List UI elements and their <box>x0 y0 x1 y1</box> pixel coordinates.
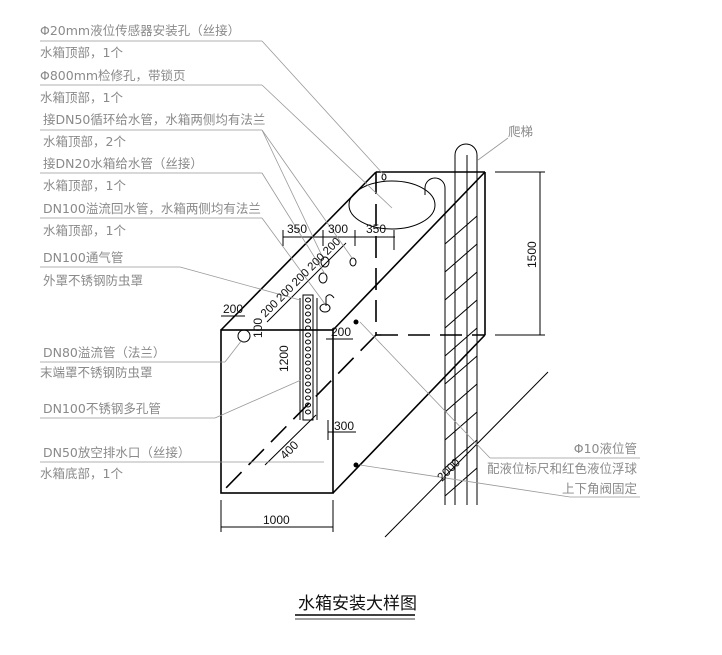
ladder <box>424 143 478 505</box>
perforation-hole <box>305 395 311 401</box>
leader-lines <box>40 40 640 498</box>
perforation-hole <box>305 388 311 394</box>
ladder-rung <box>444 327 478 357</box>
dim-left-200: 200 <box>223 302 243 316</box>
label-dn80-overflow: DN80溢流管（法兰） <box>43 345 165 360</box>
perforation-hole <box>305 304 311 310</box>
ladder-rung <box>444 243 478 273</box>
dim-front-200: 200 <box>331 325 351 339</box>
label-dn80-overflow-note: 末端罩不锈钢防虫罩 <box>40 365 153 380</box>
ladder-rung <box>444 299 478 329</box>
ladder-rung <box>444 467 478 497</box>
perforated-pipe <box>299 294 318 421</box>
dim-top-c: 350 <box>366 222 386 236</box>
ladder-rung <box>444 271 478 301</box>
dim-spacing-1: 200 <box>259 298 281 320</box>
dim-height-1200: 1200 <box>277 345 291 372</box>
perforation-hole <box>305 409 311 415</box>
perforation-hole <box>305 339 311 345</box>
label-dn50-drain-loc: 水箱底部，1个 <box>40 466 123 481</box>
perforation-hole <box>305 318 311 324</box>
perforation-hole <box>305 402 311 408</box>
ladder-rung <box>444 215 478 245</box>
label-ladder: 爬梯 <box>508 124 533 139</box>
label-manhole-loc: 水箱顶部，1个 <box>40 90 123 105</box>
label-dn100-return-loc: 水箱顶部，1个 <box>43 223 126 238</box>
label-level-pipe: Φ10液位管 <box>574 441 637 456</box>
label-dn50-drain: DN50放空排水口（丝接） <box>43 445 190 460</box>
label-dn20-supply-loc: 水箱顶部，1个 <box>43 178 126 193</box>
ladder-rung <box>444 383 478 413</box>
label-dn50-circ-loc: 水箱顶部，2个 <box>43 134 126 149</box>
perforation-hole <box>305 332 311 338</box>
dim-spacing-5: 200 <box>321 236 343 258</box>
perforation-hole <box>305 311 311 317</box>
label-dn100-vent: DN100通气管 <box>43 250 123 265</box>
manhole <box>348 180 436 230</box>
dim-spacing-2: 200 <box>274 282 296 304</box>
dim-top-a: 350 <box>287 222 307 236</box>
perforation-hole <box>305 381 311 387</box>
label-sensor-hole: Φ20mm液位传感器安装孔（丝接） <box>40 23 240 38</box>
ladder-rung <box>444 355 478 385</box>
perforation-hole <box>305 360 311 366</box>
dim-height-1500: 1500 <box>525 241 539 268</box>
perforation-hole <box>305 374 311 380</box>
ladder-rung <box>444 411 478 441</box>
ladder-rung <box>444 439 478 469</box>
dim-spacing-4: 200 <box>306 251 328 273</box>
drawing-title: 水箱安装大样图 <box>298 594 417 614</box>
label-dn20-supply: 接DN20水箱给水管（丝接） <box>43 156 203 171</box>
label-sensor-hole-loc: 水箱顶部，1个 <box>40 45 123 60</box>
perforation-hole <box>305 297 311 303</box>
dim-bottom-300: 300 <box>334 419 354 433</box>
label-manhole: Φ800mm检修孔，带锁页 <box>40 68 186 83</box>
label-dn50-circ: 接DN50循环给水管，水箱两侧均有法兰 <box>43 112 265 127</box>
label-dn100-return: DN100溢流回水管，水箱两侧均有法兰 <box>43 201 261 216</box>
perforation-hole <box>305 325 311 331</box>
dim-left-100: 100 <box>251 318 265 338</box>
dim-width-1000: 1000 <box>263 513 290 527</box>
label-level-pipe-note1: 配液位标尺和红色液位浮球 <box>487 461 638 476</box>
dim-spacing-3: 200 <box>290 267 312 289</box>
label-dn100-perforated: DN100不锈钢多孔管 <box>43 401 161 416</box>
dim-bottom-400: 400 <box>277 438 301 462</box>
label-level-pipe-note2: 上下角阀固定 <box>562 481 637 496</box>
perforation-hole <box>305 367 311 373</box>
sensor-hole <box>381 173 387 181</box>
perforation-hole <box>305 353 311 359</box>
perforation-hole <box>305 346 311 352</box>
dim-top-b: 300 <box>328 222 348 236</box>
label-dn100-vent-note: 外罩不锈钢防虫罩 <box>43 273 143 288</box>
